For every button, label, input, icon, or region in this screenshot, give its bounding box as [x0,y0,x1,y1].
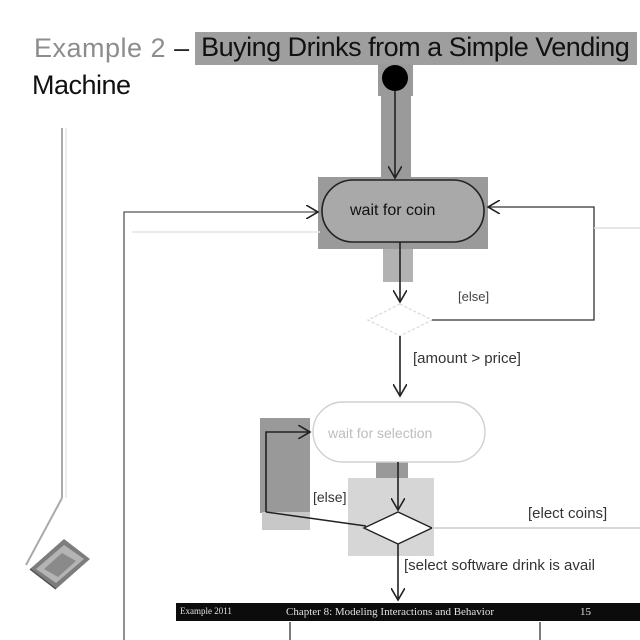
title-highlight: Buying Drinks from a Simple Vending [195,31,638,65]
action-wait-for-selection [312,401,486,463]
footer-left-text: Example 2011 [180,606,232,616]
edge-decision-else-left [265,511,367,527]
decision-node-amount [366,303,434,337]
footer-page-number: 15 [580,606,591,618]
cube-logo-icon [29,539,90,590]
highlight-block-upper [381,96,411,178]
footer-chapter-text: Chapter 8: Modeling Interactions and Beh… [286,606,495,618]
title-dash: – [174,32,190,63]
wait-for-coin-label: wait for coin [350,202,436,219]
action-wait-for-coin [321,179,485,243]
edge-else-to-selection [265,432,310,512]
guard-else-left: [else] [313,489,347,505]
left-frame-line [25,128,67,566]
guard-select-drink: [select software drink is avail [404,557,595,574]
highlight-block-lower [383,249,413,282]
slide-title: Example 2 – Buying Drinks from a Simple … [34,30,638,66]
edge-left-return-to-coin [123,212,318,640]
initial-node [382,65,408,91]
guard-else-top: [else] [458,289,490,304]
guard-elect-coins: [elect coins] [528,505,608,522]
edge-else-to-coin [432,207,595,321]
wait-for-selection-label: wait for selection [328,425,433,441]
title-prefix: Example 2 [34,32,167,63]
guard-amount-gt-price: [amount > price] [413,350,521,367]
slide-footer: Example 2011 Chapter 8: Modeling Interac… [176,603,640,621]
title-line-2: Machine [32,70,131,100]
